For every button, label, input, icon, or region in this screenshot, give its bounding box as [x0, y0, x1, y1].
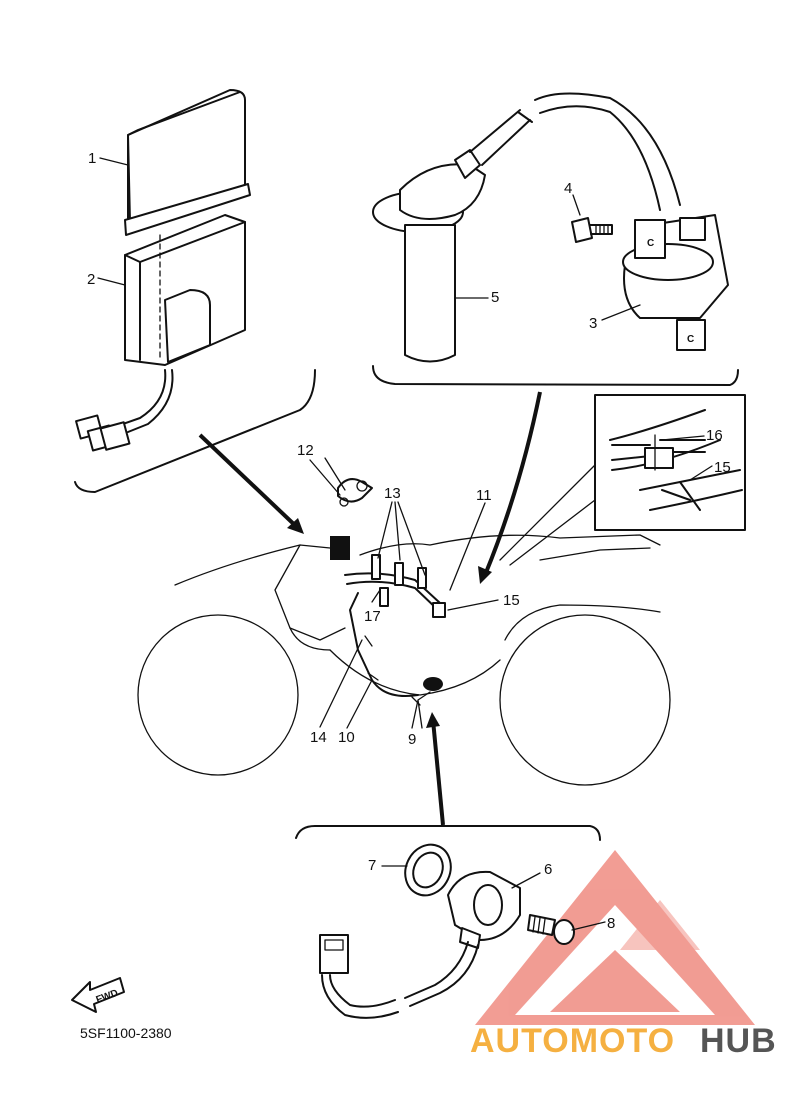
callout-labels: 1 2 3 4 5 6 7 8 9 10 11 12 13 14 15 16 1…: [87, 150, 731, 932]
svg-text:C: C: [647, 238, 654, 249]
leader-lines: [97, 157, 713, 931]
sensor-group: [295, 825, 601, 1019]
mountain-logo-icon: [475, 850, 755, 1025]
cdi-unit-group: [74, 89, 316, 493]
callout-3: 3: [589, 315, 597, 332]
callout-9: 9: [408, 731, 416, 748]
callout-11: 11: [476, 487, 492, 504]
callout-16: 16: [706, 427, 723, 444]
callout-1: 1: [88, 150, 96, 167]
part-code: 5SF1100-2380: [80, 1025, 172, 1041]
callout-4: 4: [564, 180, 572, 197]
watermark-text-a: AUTOMOTO: [470, 1022, 675, 1060]
callout-10: 10: [338, 729, 355, 746]
callout-6: 6: [544, 861, 552, 878]
callout-17: 17: [364, 608, 381, 625]
svg-text:C: C: [687, 334, 694, 345]
callout-8: 8: [607, 915, 615, 932]
wire-harness: [330, 478, 446, 706]
callout-15: 15: [503, 592, 520, 609]
ignition-coil-group: C C: [372, 92, 739, 386]
watermark-text-b: HUB: [700, 1022, 777, 1060]
fwd-arrow-icon: FWD: [71, 977, 125, 1013]
callout-14: 14: [310, 729, 327, 746]
callout-12: 12: [297, 442, 314, 459]
callout-15-inset: 15: [714, 459, 731, 476]
watermark-text: AUTOMOTO HUB: [470, 1022, 777, 1060]
callout-13: 13: [384, 485, 401, 502]
callout-7: 7: [368, 857, 376, 874]
callout-5: 5: [491, 289, 499, 306]
callout-arrows: [198, 391, 596, 826]
motorcycle-outline: [137, 534, 671, 786]
callout-2: 2: [87, 271, 95, 288]
